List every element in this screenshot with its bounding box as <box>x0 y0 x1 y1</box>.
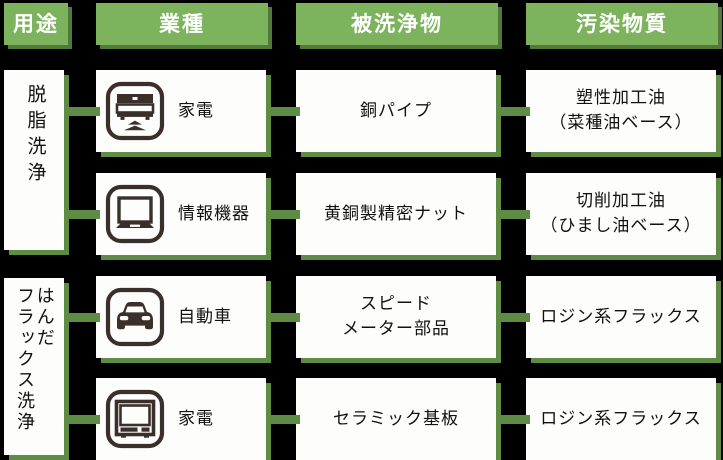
header-industry: 業種 <box>96 3 268 45</box>
industry-label-row-1: 家電 <box>178 100 214 120</box>
crt-monitor-icon <box>104 388 166 450</box>
purpose-cell-solder-flux: はんだ フラックス洗浄 <box>4 278 64 455</box>
connector-object-contaminant-row-2 <box>496 210 530 219</box>
connector-object-contaminant-row-4 <box>496 415 530 424</box>
purpose-cell-degreasing: 脱脂洗浄 <box>4 70 64 250</box>
cleaned-object-cell-row-2: 黄銅製精密ナット <box>296 173 496 255</box>
contaminant-label-row-1: 塑性加工油 （菜種油ベース） <box>549 88 693 132</box>
contaminant-label-row-4: ロジン系フラックス <box>540 408 702 428</box>
connector-industry-object-row-4 <box>266 415 300 424</box>
header-purpose-label: 用途 <box>13 12 59 36</box>
connector-purpose-industry-row-3 <box>64 313 100 322</box>
purpose-vertical-text-2: はんだ フラックス洗浄 <box>14 278 55 455</box>
contaminant-label-row-3: ロジン系フラックス <box>540 306 702 326</box>
cleaned-object-cell-row-3: スピード メーター部品 <box>296 276 496 358</box>
connector-purpose-industry-row-4 <box>64 415 100 424</box>
industry-label-row-3: 自動車 <box>178 306 232 326</box>
connector-purpose-industry-row-2 <box>64 210 100 219</box>
contaminant-cell-row-1: 塑性加工油 （菜種油ベース） <box>526 70 716 152</box>
connector-industry-object-row-2 <box>266 210 300 219</box>
laptop-icon <box>104 183 166 245</box>
header-purpose: 用途 <box>4 3 68 45</box>
purpose-vertical-text: 脱脂洗浄 <box>24 70 45 250</box>
header-contaminant-label: 汚染物質 <box>576 12 668 36</box>
contaminant-cell-row-2: 切削加工油 （ひまし油ベース） <box>526 173 716 255</box>
industry-cell-row-2: 情報機器 <box>96 173 266 255</box>
header-cleaned-object-label: 被洗浄物 <box>351 12 443 36</box>
industry-label-row-2: 情報機器 <box>178 203 250 223</box>
cleaned-object-cell-row-1: 銅パイプ <box>296 70 496 152</box>
industry-cell-row-1: 家電 <box>96 70 266 152</box>
purpose-line-2a: はんだ <box>34 286 55 349</box>
cleaned-object-cell-row-4: セラミック基板 <box>296 378 496 460</box>
connector-object-contaminant-row-1 <box>496 107 530 116</box>
connector-industry-object-row-1 <box>266 107 300 116</box>
cleaned-object-label-row-4: セラミック基板 <box>333 408 459 428</box>
purpose-line-1: 脱脂洗浄 <box>24 84 46 188</box>
industry-cell-row-3: 自動車 <box>96 276 266 358</box>
header-industry-label: 業種 <box>159 12 205 36</box>
contaminant-label-row-2: 切削加工油 （ひまし油ベース） <box>540 191 702 235</box>
connector-industry-object-row-3 <box>266 313 300 322</box>
industry-label-row-4: 家電 <box>178 408 214 428</box>
industry-cell-row-4: 家電 <box>96 378 266 460</box>
contaminant-cell-row-3: ロジン系フラックス <box>526 276 716 358</box>
connector-purpose-industry-row-1 <box>64 107 100 116</box>
purpose-line-2b: フラックス洗浄 <box>15 286 35 433</box>
air-conditioner-icon <box>104 80 166 142</box>
connector-object-contaminant-row-3 <box>496 313 530 322</box>
cleaned-object-label-row-3: スピード メーター部品 <box>342 294 450 338</box>
car-icon <box>104 286 166 348</box>
cleaned-object-label-row-2: 黄銅製精密ナット <box>324 203 468 223</box>
header-contaminant: 汚染物質 <box>526 3 718 45</box>
contaminant-cell-row-4: ロジン系フラックス <box>526 378 716 460</box>
cleaned-object-label-row-1: 銅パイプ <box>360 100 432 120</box>
header-cleaned-object: 被洗浄物 <box>296 3 498 45</box>
